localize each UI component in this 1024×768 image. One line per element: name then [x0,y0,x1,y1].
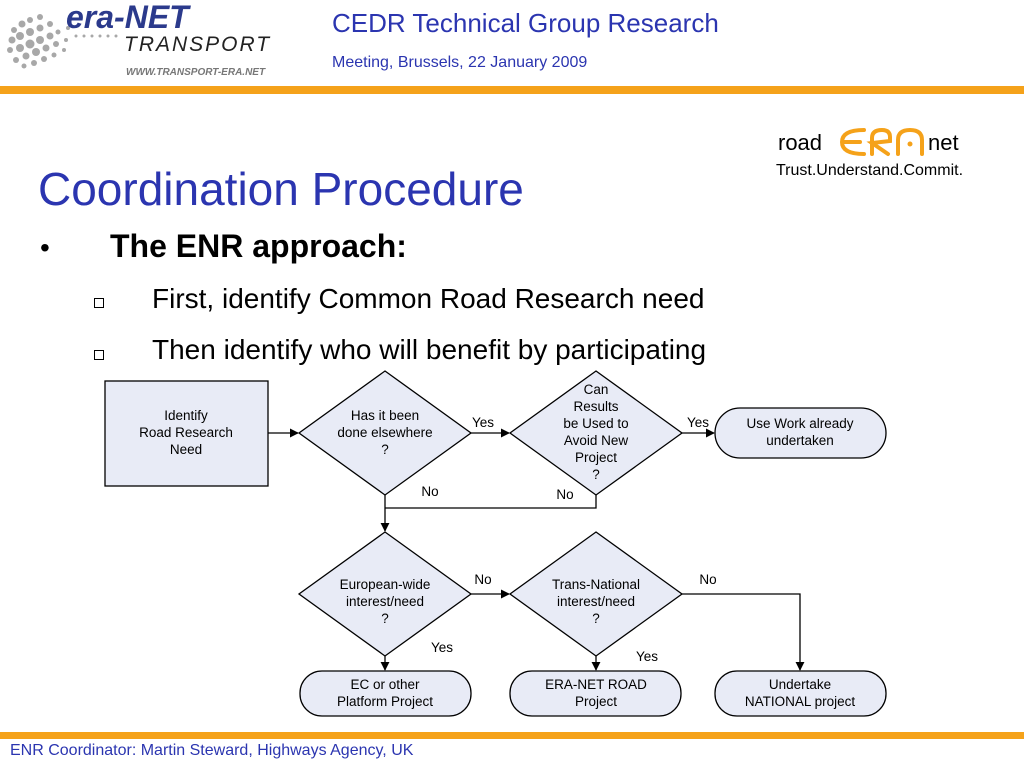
use-work-line-1: Use Work already [746,416,853,431]
slide-title: Coordination Procedure [38,163,524,215]
connector-can-no [385,495,597,509]
eranet-road-terminal [509,670,682,717]
coordination-flowchart: Identify Road Research Need Has it been … [104,370,887,717]
can-results-line-1: Can [584,382,609,397]
checkbox-bullet-icon [94,298,104,308]
road-era-right: net [928,130,959,155]
national-project-terminal [714,670,887,717]
top-divider [0,86,1024,94]
eranet-road-line-2: Project [575,694,617,709]
logo-url: WWW.TRANSPORT-ERA.NET [126,67,266,78]
done-elsewhere-line-2: done elsewhere [337,425,432,440]
bullet-heading: The ENR approach: [110,228,407,264]
european-line-2: interest/need [346,594,424,609]
arrow-trans-no [682,593,805,671]
identify-line-1: Identify [164,408,208,423]
can-results-line-4: Avoid New [564,433,629,448]
national-line-1: Undertake [769,677,831,692]
can-results-line-5: Project [575,450,617,465]
label-no-3: No [474,572,491,587]
flow-connectors [268,428,805,671]
label-yes-4: Yes [636,649,658,664]
bullet-marker: • [40,232,50,263]
can-results-line-2: Results [573,399,618,414]
checkbox-bullet-icon [94,350,104,360]
ec-platform-line-2: Platform Project [337,694,433,709]
label-no-2: No [556,487,573,502]
identify-need-box [104,380,269,487]
header-title: CEDR Technical Group Research [332,8,719,38]
use-work-line-2: undertaken [766,433,834,448]
label-no-1: No [421,484,438,499]
logo-graphic: era-NET TRANSPORT WWW.TRANSPORT-ERA.NET [7,0,271,78]
header-subtitle: Meeting, Brussels, 22 January 2009 [332,54,588,71]
subbullet-2: Then identify who will benefit by partic… [152,334,707,365]
national-line-2: NATIONAL project [745,694,856,709]
done-elsewhere-line-1: Has it been [351,408,419,423]
can-results-line-6: ? [592,467,600,482]
logo-subword: TRANSPORT [124,33,271,56]
logo-word: era-NET [66,0,191,35]
ec-platform-terminal [299,670,472,717]
footer-text: ENR Coordinator: Martin Steward, Highway… [10,742,414,759]
use-work-terminal [714,407,887,459]
trans-national-line-1: Trans-National [552,577,640,592]
road-era-net-logo: road net [772,122,1012,186]
european-line-1: European-wide [340,577,431,592]
era-net-transport-logo: era-NET TRANSPORT WWW.TRANSPORT-ERA.NET [0,0,290,84]
identify-line-3: Need [170,442,202,457]
trans-national-line-3: ? [592,611,600,626]
road-era-left: road [778,130,822,155]
ec-platform-line-1: EC or other [350,677,420,692]
label-no-4: No [699,572,716,587]
road-era-net-graphic: road net [778,127,959,156]
label-yes-1: Yes [472,415,494,430]
bottom-divider [0,732,1024,739]
era-mark [839,127,924,156]
european-line-3: ? [381,611,389,626]
label-yes-3: Yes [431,640,453,655]
identify-line-2: Road Research [139,425,233,440]
road-era-tagline: Trust.Understand.Commit. [776,162,964,179]
subbullet-1: First, identify Common Road Research nee… [152,283,705,314]
eranet-road-line-1: ERA-NET ROAD [545,677,647,692]
trans-national-line-2: interest/need [557,594,635,609]
label-yes-2: Yes [687,415,709,430]
done-elsewhere-line-3: ? [381,442,389,457]
can-results-line-3: be Used to [563,416,628,431]
